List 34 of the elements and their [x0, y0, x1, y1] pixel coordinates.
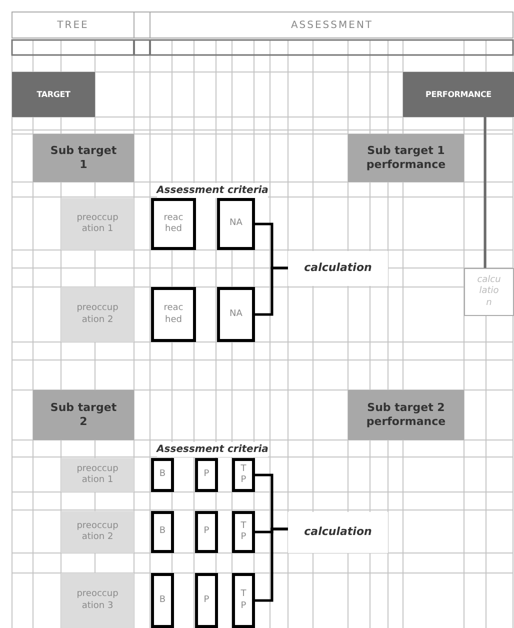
preoccupation-box: preoccup ation 1 — [61, 458, 134, 492]
criterion-box: T P — [232, 458, 255, 492]
preoccupation-box: preoccup ation 1 — [61, 198, 134, 250]
calculation-text-area: calculation — [288, 512, 388, 553]
criterion-box: T P — [232, 573, 255, 628]
criterion-box: P — [195, 511, 218, 553]
criterion-box: reac hed — [151, 287, 196, 342]
connector-line — [484, 117, 486, 268]
criterion-box: NA — [217, 198, 255, 250]
criterion-box: B — [151, 458, 174, 492]
preoccupation-box: preoccup ation 2 — [61, 287, 134, 342]
header-box: PERFORMANCE — [403, 72, 514, 117]
criterion-box: NA — [217, 287, 255, 342]
section-label: Assessment criteria — [156, 442, 268, 456]
criterion-box: reac hed — [151, 198, 196, 250]
target-box: Sub target 2 — [33, 390, 134, 440]
calculation-box: calcu latio n — [464, 268, 514, 316]
criterion-box: P — [195, 458, 218, 492]
connector-line — [255, 528, 288, 602]
target-box: Sub target 1 performance — [348, 134, 464, 182]
criterion-box: B — [151, 511, 174, 553]
criterion-box: P — [195, 573, 218, 628]
criterion-box: B — [151, 573, 174, 628]
target-box: Sub target 2 performance — [348, 390, 464, 440]
preoccupation-box: preoccup ation 3 — [61, 573, 134, 628]
target-box: Sub target 1 — [33, 134, 134, 182]
column-header: TREE — [57, 18, 89, 32]
column-header: ASSESSMENT — [290, 18, 374, 32]
preoccupation-box: preoccup ation 2 — [61, 511, 134, 553]
connector-line — [255, 266, 288, 316]
calculation-text-area: calculation — [288, 251, 388, 286]
section-label: Assessment criteria — [156, 182, 268, 198]
criterion-box: T P — [232, 511, 255, 553]
header-box: TARGET — [12, 72, 95, 117]
